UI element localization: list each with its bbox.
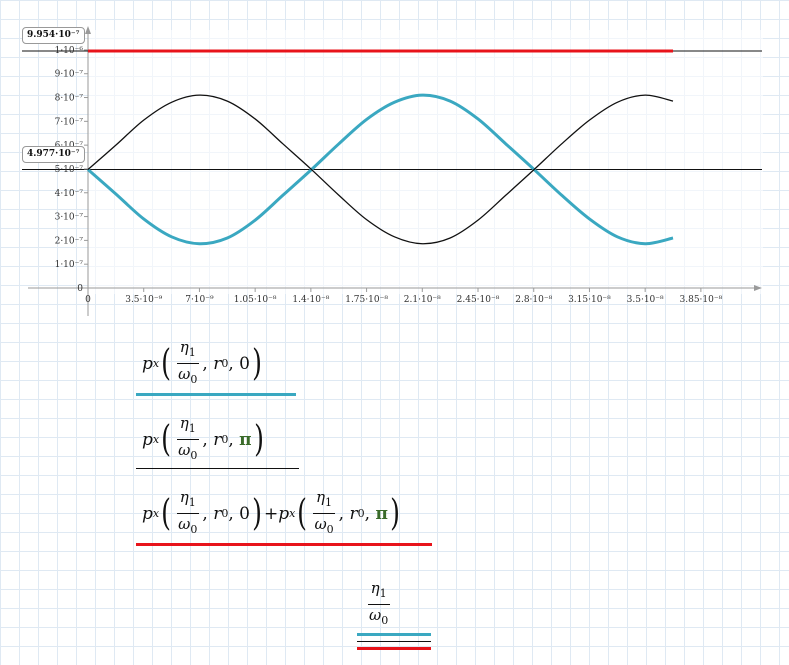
x-tick-label: 1.75·10⁻⁸ [345,295,388,305]
x-axis-expression[interactable]: η1 ω0 [364,578,393,630]
plot-background [88,30,763,294]
series-group [87,49,674,246]
y-tick-label: 9·10⁻⁷ [55,70,84,80]
pi-symbol: π [375,503,388,524]
x-tick-label: 3.85·10⁻⁸ [680,295,723,305]
x-tick-label: 3.5·10⁻⁹ [125,295,162,305]
x-legend-black [357,641,431,642]
series-line-0 [87,93,674,246]
fraction: η1 ω0 [176,488,199,536]
x-tick-label: 3.15·10⁻⁸ [568,295,611,305]
y-tick-label: 4·10⁻⁷ [55,189,84,199]
ticks: 0 3.5·10⁻⁹ 7·10⁻⁹ 1.05·10⁻⁸ 1.4·10⁻⁸ 1.75·10⁻… [55,46,723,305]
y-tick-label: 5·10⁻⁷ [55,165,84,175]
legend-line-red [136,543,432,546]
y-tick-label: 2·10⁻⁷ [55,236,84,246]
y-tick-label: 1·10⁻⁶ [55,46,84,56]
x-axis-arrow [754,285,762,291]
x-tick-label: 1.05·10⁻⁸ [234,295,277,305]
x-tick-label: 2.1·10⁻⁸ [404,295,441,305]
legend-line-cyan [136,393,296,396]
y-tick-label: 1·10⁻⁷ [55,260,84,270]
y-tick-label: 0 [77,284,83,294]
x-legend-cyan [357,633,431,636]
plus-sign: + [264,503,279,524]
x-tick-label: 0 [85,295,91,305]
y-tick-label: 8·10⁻⁷ [55,94,84,104]
x-tick-label: 2.8·10⁻⁸ [515,295,552,305]
func-name: p [142,353,153,374]
x-tick-label: 7·10⁻⁹ [185,295,214,305]
fraction: η1 ω0 [367,579,390,627]
fraction: η1 ω0 [176,338,199,386]
y-marker-upper[interactable]: 9.954·10⁻⁷ [22,27,85,44]
pi-symbol: π [239,429,252,450]
y-axis-arrow [85,26,91,34]
y-marker-lower[interactable]: 4.977·10⁻⁷ [22,146,85,163]
x-tick-label: 2.45·10⁻⁸ [457,295,500,305]
y-tick-label: 7·10⁻⁷ [55,117,84,127]
x-legend-red [357,647,431,650]
y-tick-label: 3·10⁻⁷ [55,213,84,223]
fraction: η1 ω0 [176,414,199,462]
fraction: η1 ω0 [313,488,336,536]
series-line-1 [87,94,674,245]
plot-area [88,30,763,294]
chart-plot[interactable]: 0 3.5·10⁻⁹ 7·10⁻⁹ 1.05·10⁻⁸ 1.4·10⁻⁸ 1.75·10⁻… [0,0,789,320]
legend-line-black [136,468,299,469]
x-tick-label: 3.5·10⁻⁸ [627,295,664,305]
x-tick-label: 1.4·10⁻⁸ [292,295,329,305]
